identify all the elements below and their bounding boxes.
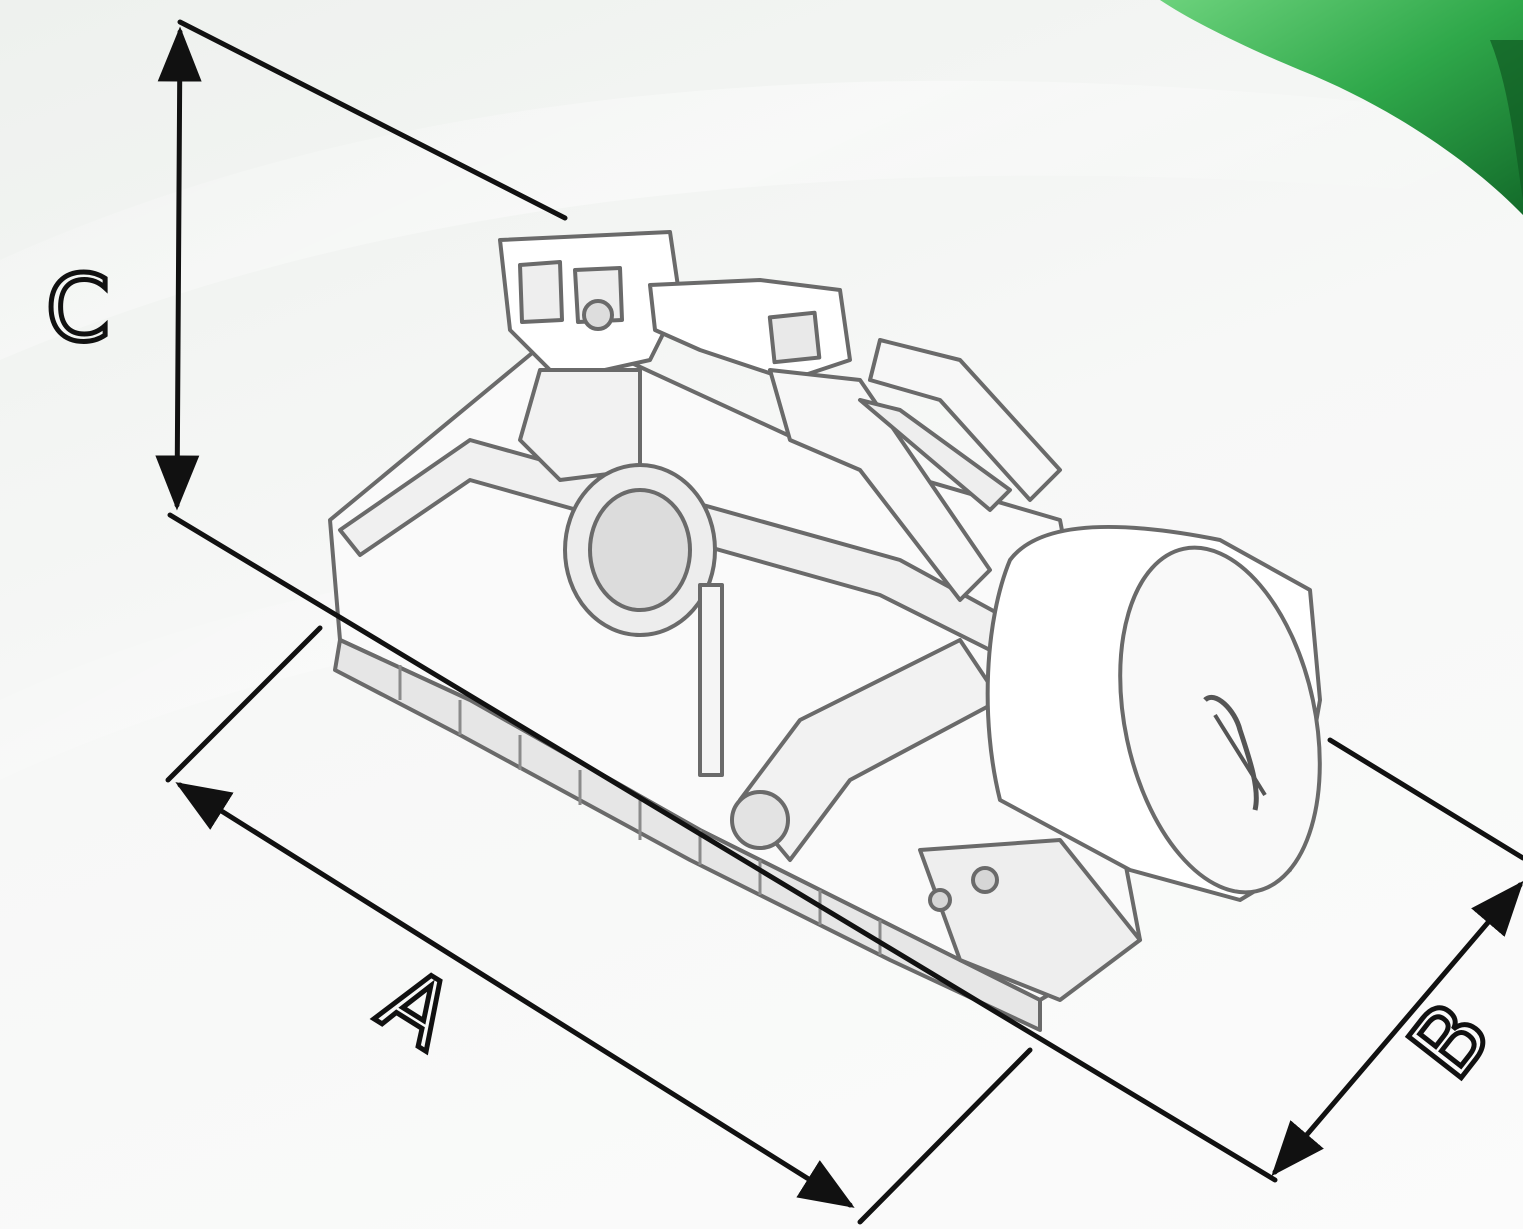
dimension-b-label: B <box>1389 983 1512 1099</box>
dimension-c-arrow <box>155 26 202 511</box>
dimension-lines <box>155 19 1523 1225</box>
dimension-c-label: C <box>46 255 110 362</box>
dimension-c-top-extension <box>177 19 568 221</box>
dimension-a-left-extension <box>165 625 323 783</box>
dimension-b-top-extension <box>1327 737 1523 861</box>
rotary-tiller-icon <box>328 230 1322 1032</box>
dimension-a-label: A <box>362 946 472 1070</box>
dimension-a-right-extension <box>857 1047 1033 1225</box>
green-swoosh-decoration <box>1160 0 1523 215</box>
dimension-b-arrow <box>1271 880 1523 1177</box>
dimension-a-arrow <box>175 782 855 1208</box>
